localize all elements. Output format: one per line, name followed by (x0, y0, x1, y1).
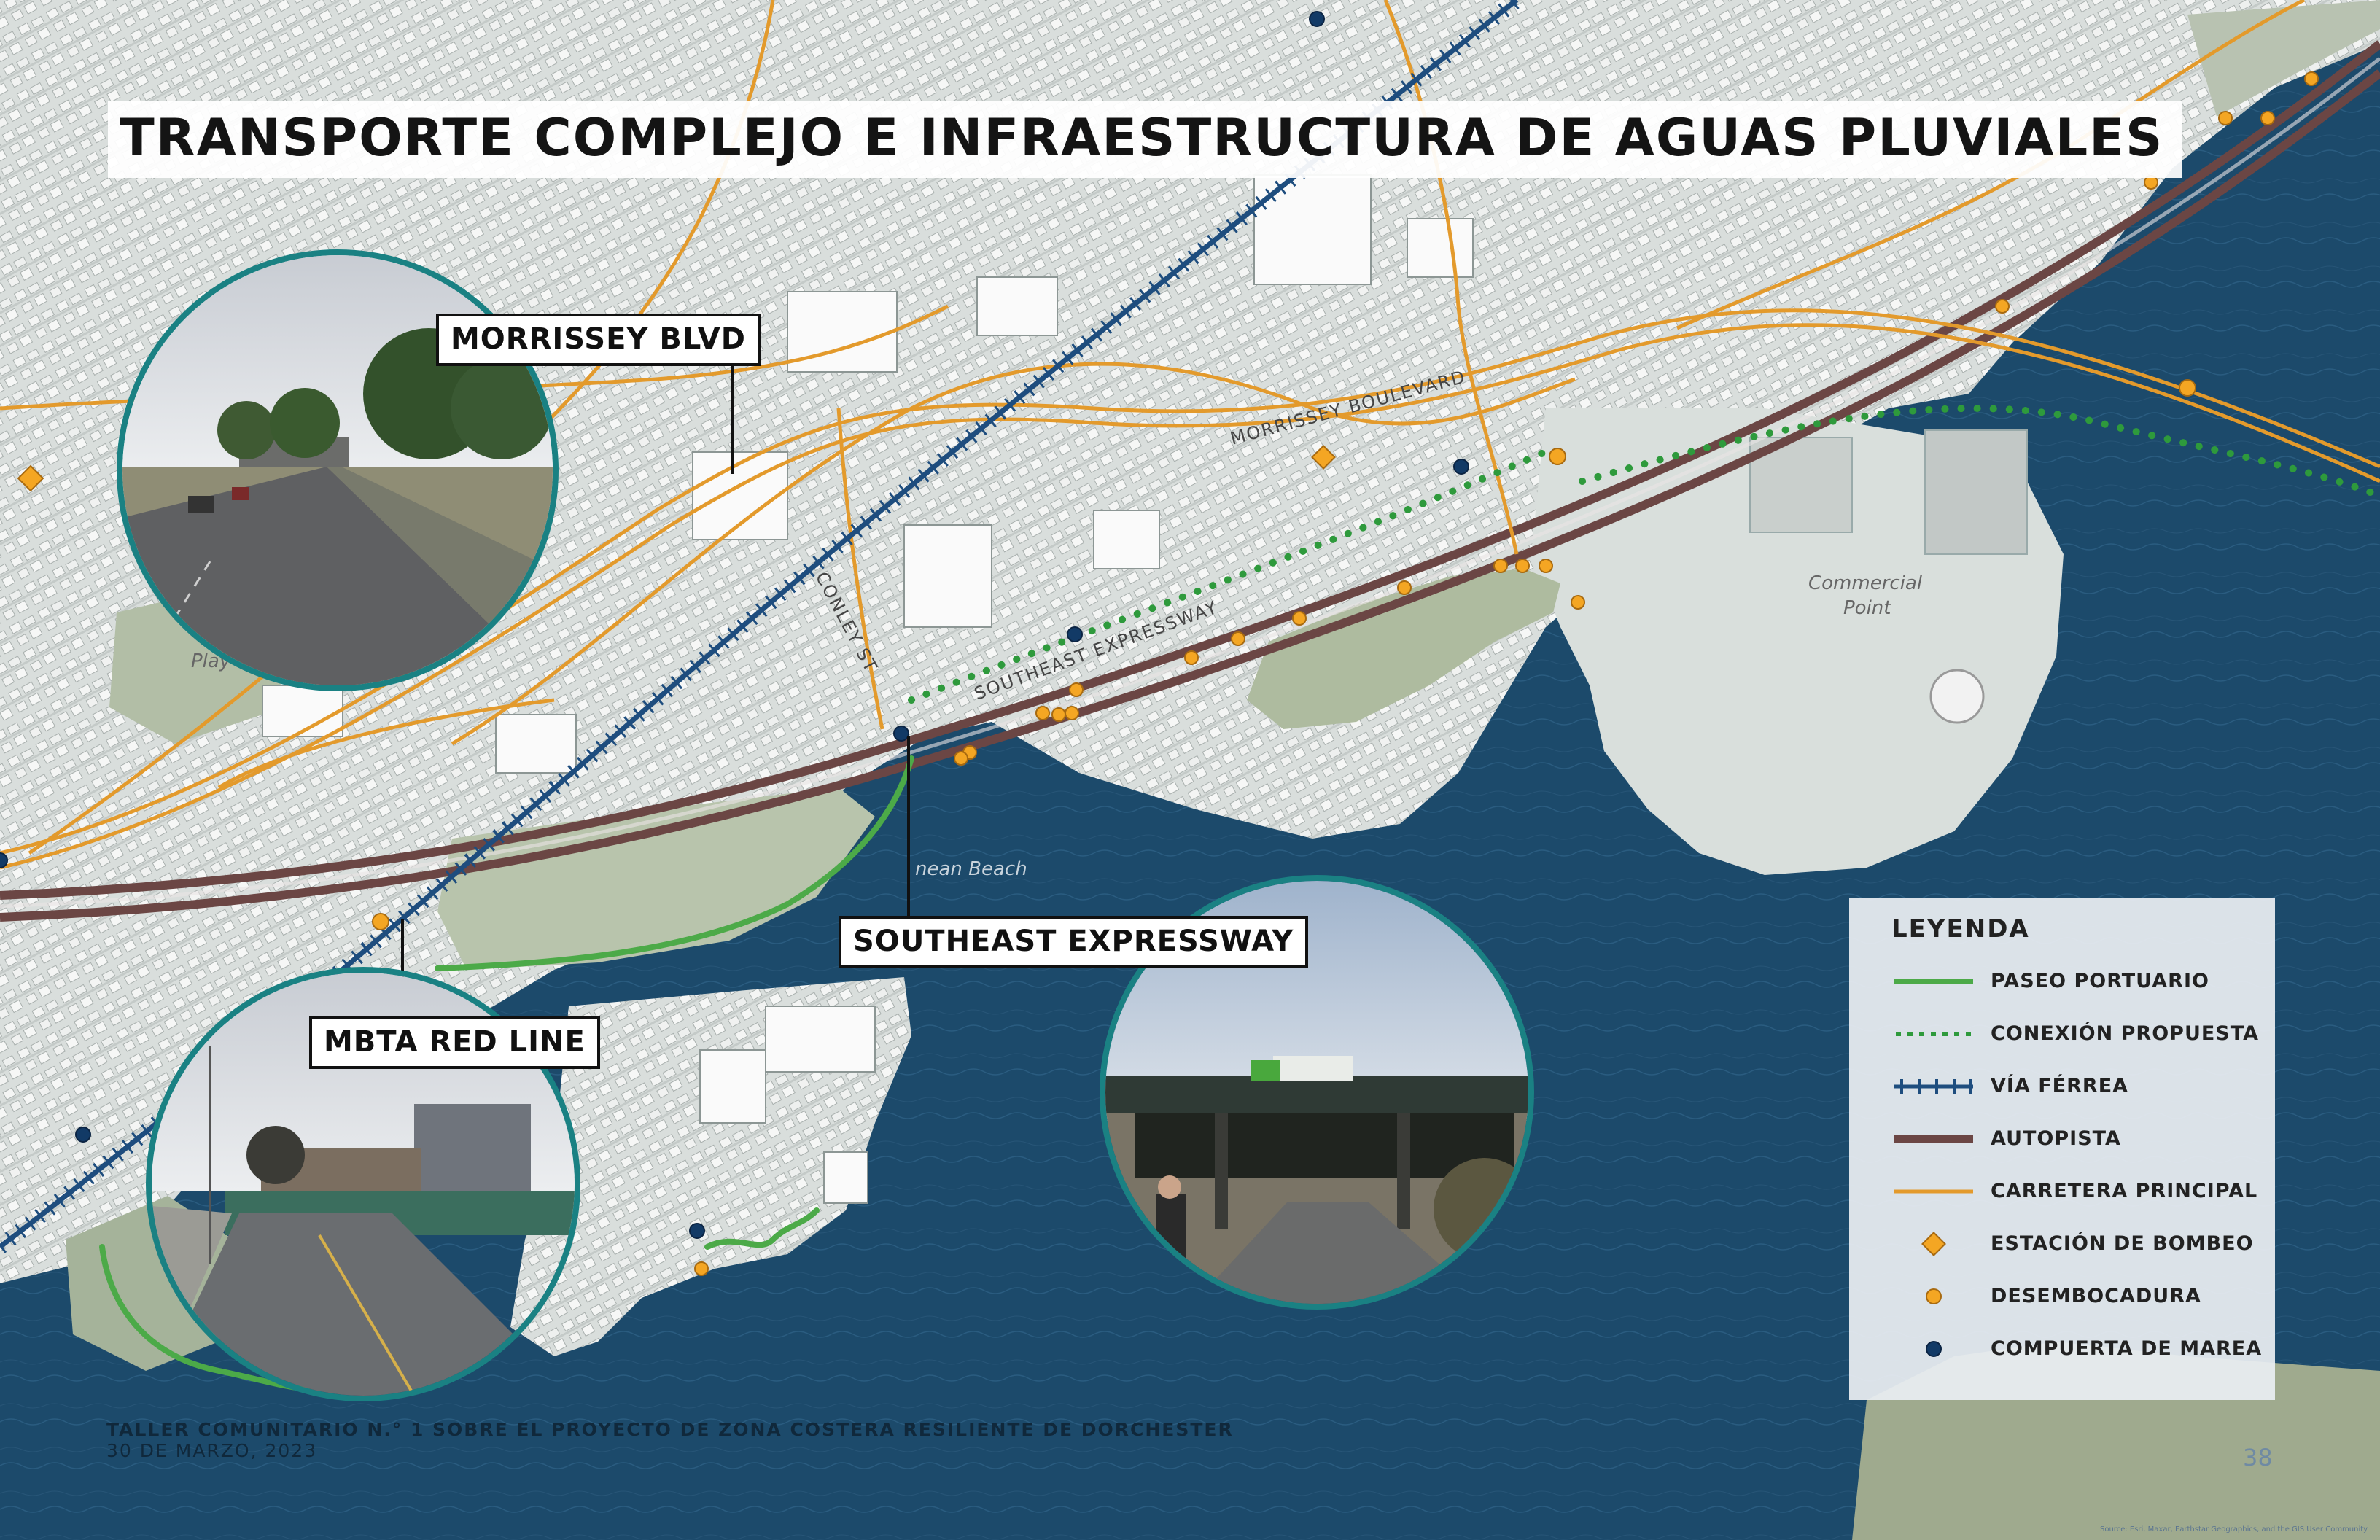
outfall-marker[interactable] (2260, 111, 2275, 125)
tide-gate-marker[interactable] (1309, 11, 1325, 27)
tide-gate-marker[interactable] (75, 1127, 91, 1143)
label-beach: nean Beach (915, 858, 1027, 880)
legend-label: DESEMBOCADURA (1991, 1285, 2201, 1307)
footer: TALLER COMUNITARIO N.° 1 SOBRE EL PROYEC… (106, 1419, 1234, 1461)
outfall-marker[interactable] (1515, 559, 1530, 573)
thin-line-icon (1894, 1189, 1973, 1194)
legend-label: ESTACIÓN DE BOMBEO (1991, 1232, 2254, 1255)
solar-array (1924, 429, 2028, 555)
footer-date: 30 DE MARZO, 2023 (106, 1440, 318, 1461)
outfall-marker[interactable] (1539, 559, 1553, 573)
tide-gate-marker[interactable] (689, 1223, 705, 1239)
outfall-marker[interactable] (372, 913, 389, 930)
outfall-marker[interactable] (954, 751, 968, 766)
outfall-marker[interactable] (1051, 707, 1066, 722)
outfall-marker[interactable] (1493, 559, 1508, 573)
outfall-marker[interactable] (694, 1261, 709, 1276)
outfall-marker[interactable] (1035, 706, 1050, 720)
proposed-connection (908, 405, 2380, 704)
storage-tank (1929, 669, 1985, 724)
legend-title: LEYENDA (1891, 914, 2030, 944)
pump-station-marker[interactable] (1311, 445, 1336, 470)
legend-item-proposed-connection: CONEXIÓN PROPUESTA (1849, 1012, 2275, 1056)
page-title: TRANSPORTE COMPLEJO E INFRAESTRUCTURA DE… (108, 101, 2183, 178)
dotted-line-icon (1896, 1032, 1973, 1036)
legend-item-tide-gate: COMPUERTA DE MAREA (1849, 1327, 2275, 1371)
tide-gates (0, 11, 1469, 1239)
tide-gate-marker[interactable] (893, 726, 909, 742)
outfall-marker[interactable] (1397, 580, 1412, 595)
thick-line-icon (1894, 1135, 1973, 1143)
building-group (262, 174, 1474, 1204)
legend-label: VÍA FÉRREA (1991, 1075, 2129, 1097)
harborwalk (99, 755, 914, 1392)
tide-gate-marker[interactable] (0, 852, 8, 868)
legend-item-outfall: DESEMBOCADURA (1849, 1275, 2275, 1318)
tenean-spit (1247, 569, 1560, 729)
legend-label: COMPUERTA DE MAREA (1991, 1337, 2263, 1360)
legend-label: CARRETERA PRINCIPAL (1991, 1180, 2258, 1202)
tide-gate-marker[interactable] (1067, 626, 1083, 642)
rail-line-icon (1894, 1079, 1973, 1094)
outfall-marker[interactable] (1231, 631, 1245, 646)
highway-southeast-expressway (0, 40, 2380, 922)
legend-label: PASEO PORTUARIO (1991, 970, 2209, 992)
outfall-marker[interactable] (1065, 706, 1079, 720)
footer-event: TALLER COMUNITARIO N.° 1 SOBRE EL PROYEC… (106, 1419, 1234, 1440)
outfall-marker[interactable] (1571, 595, 1585, 610)
outfall-marker[interactable] (1995, 299, 2010, 314)
page-number: 38 (2243, 1444, 2273, 1471)
legend-item-railway: VÍA FÉRREA (1849, 1065, 2275, 1108)
outfall-marker[interactable] (1069, 682, 1084, 697)
legend-item-pump-station: ESTACIÓN DE BOMBEO (1849, 1222, 2275, 1266)
outfall-marker[interactable] (2218, 111, 2233, 125)
outfall-marker[interactable] (1292, 611, 1307, 626)
label-commercial: Commercial (1808, 572, 1923, 594)
circle-icon (1926, 1288, 1942, 1304)
label-point: Point (1843, 597, 1891, 619)
legend-item-harborwalk: PASEO PORTUARIO (1849, 960, 2275, 1003)
outfall-marker[interactable] (1549, 448, 1566, 465)
legend-item-main-road: CARRETERA PRINCIPAL (1849, 1170, 2275, 1213)
northeast-shore (2188, 0, 2380, 117)
outfall-marker[interactable] (2179, 379, 2196, 397)
pump-stations (17, 445, 1336, 492)
callout-southeast-expressway: SOUTHEAST EXPRESSWAY (839, 916, 1309, 968)
outfall-marker[interactable] (2304, 71, 2319, 86)
legend-label: AUTOPISTA (1991, 1127, 2121, 1150)
solid-line-icon (1894, 979, 1973, 984)
map-legend: LEYENDA PASEO PORTUARIO CONEXIÓN PROPUES… (1849, 898, 2275, 1400)
pump-station-marker[interactable] (17, 464, 44, 492)
legend-label: CONEXIÓN PROPUESTA (1991, 1022, 2259, 1045)
callout-mbta-red-line: MBTA RED LINE (309, 1016, 600, 1069)
outfall-marker[interactable] (1184, 650, 1199, 665)
outfall-markers (372, 71, 2319, 1276)
legend-item-highway: AUTOPISTA (1849, 1117, 2275, 1161)
tide-gate-marker[interactable] (1453, 459, 1469, 475)
circle-icon (1926, 1341, 1942, 1357)
map-attribution: Source: Esri, Maxar, Earthstar Geographi… (2100, 1525, 2368, 1533)
diamond-icon (1921, 1232, 1946, 1256)
callout-morrissey-blvd: MORRISSEY BLVD (436, 314, 761, 366)
